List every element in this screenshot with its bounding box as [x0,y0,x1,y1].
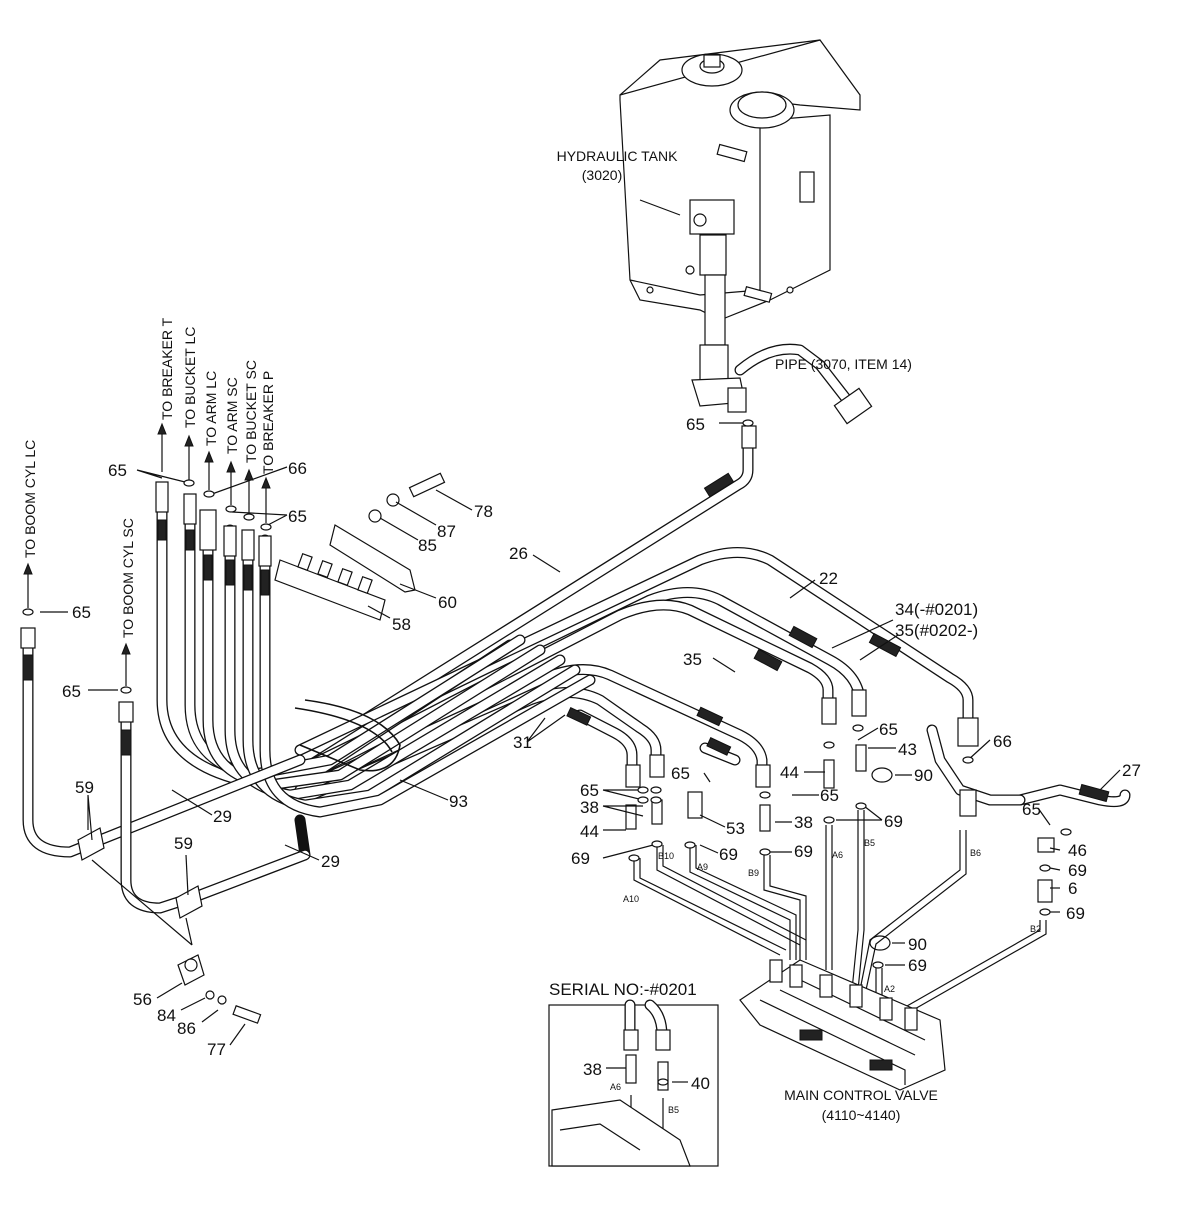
callout-58: 58 [392,615,411,634]
hose-bundle [155,425,979,818]
destination-arrows [23,422,271,686]
callout-22: 22 [819,569,838,588]
boom-hoses [20,627,311,986]
callout-65: 65 [72,603,91,622]
callout-35: 35 [683,650,702,669]
callout-40: 40 [691,1074,710,1093]
to-breaker-p-label: TO BREAKER P [260,371,276,474]
main-control-valve-label: MAIN CONTROL VALVE [784,1087,938,1103]
callout-60: 60 [438,593,457,612]
callout-29: 29 [321,852,340,871]
main-control-valve-ref: (4110~4140) [822,1107,901,1123]
pipe-label: PIPE (3070, ITEM 14) [775,356,912,372]
to-arm-lc-label: TO ARM LC [203,371,219,446]
callout-90: 90 [908,935,927,954]
callout-69: 69 [1066,904,1085,923]
callout-44: 44 [780,763,799,782]
callout-56: 56 [133,990,152,1009]
part-callouts: 65 65 66 65 78 87 85 60 58 26 22 34(-#02… [62,415,1141,1093]
callout-44: 44 [580,822,599,841]
port-a6: A6 [832,850,843,860]
port-a9: A9 [697,862,708,872]
callout-38: 38 [580,798,599,817]
callout-26: 26 [509,544,528,563]
callout-65: 65 [879,720,898,739]
callout-65: 65 [108,461,127,480]
callout-66: 66 [288,459,307,478]
callout-69: 69 [884,812,903,831]
callout-53: 53 [726,819,745,838]
callout-69: 69 [719,845,738,864]
callout-85: 85 [418,536,437,555]
port-b9: B9 [748,868,759,878]
port-a10: A10 [623,894,639,904]
callout-77: 77 [207,1040,226,1059]
callout-6: 6 [1068,879,1077,898]
brackets [205,472,446,1024]
leader-lines [40,422,1121,1083]
destination-labels: TO BREAKER T TO BUCKET LC TO ARM LC TO A… [22,317,276,638]
callout-65: 65 [580,781,599,800]
callout-31: 31 [513,733,532,752]
hydraulic-tank-label: HYDRAULIC TANK [557,148,679,164]
port-b5: B5 [864,838,875,848]
hydraulic-tank-ref: (3020) [582,167,622,183]
callout-65: 65 [820,786,839,805]
callout-35: 35(#0202-) [895,621,978,640]
serial-inset [548,999,719,1167]
to-boom-cyl-lc-label: TO BOOM CYL LC [22,440,38,558]
right-fittings [625,724,1131,951]
callout-93: 93 [449,792,468,811]
callout-78: 78 [474,502,493,521]
callout-65: 65 [671,764,690,783]
port-b2: B2 [1030,924,1041,934]
port-b5-inset: B5 [668,1105,679,1115]
callout-86: 86 [177,1019,196,1038]
callout-43: 43 [898,740,917,759]
callout-46: 46 [1068,841,1087,860]
callout-84: 84 [157,1006,176,1025]
component-labels: HYDRAULIC TANK (3020) PIPE (3070, ITEM 1… [549,148,938,1123]
port-b10: B10 [658,851,674,861]
hydraulic-tank [619,39,861,413]
main-control-valve [739,959,946,1091]
callout-34: 34(-#0201) [895,600,978,619]
seal-rings [22,419,1072,1086]
suction-pipe [734,343,873,425]
callout-66: 66 [993,732,1012,751]
callout-65: 65 [686,415,705,434]
pilot-lines [633,810,1047,1015]
callout-87: 87 [437,522,456,541]
to-boom-cyl-sc-label: TO BOOM CYL SC [120,518,136,638]
callout-59: 59 [75,778,94,797]
port-labels: B10 A10 A9 B9 A6 B5 B6 B2 A2 A6 B5 [610,838,1041,1115]
callout-38: 38 [583,1060,602,1079]
callout-69: 69 [794,842,813,861]
callout-90: 90 [914,766,933,785]
callout-65: 65 [288,507,307,526]
callout-29: 29 [213,807,232,826]
port-b6: B6 [970,848,981,858]
callout-38: 38 [794,813,813,832]
callout-65: 65 [62,682,81,701]
to-bucket-lc-label: TO BUCKET LC [182,327,198,428]
to-breaker-t-label: TO BREAKER T [159,317,175,420]
port-a6-inset: A6 [610,1082,621,1092]
callout-65: 65 [1022,800,1041,819]
to-arm-sc-label: TO ARM SC [224,377,240,454]
callout-69: 69 [908,956,927,975]
callout-69: 69 [1068,861,1087,880]
callout-59: 59 [174,834,193,853]
to-bucket-sc-label: TO BUCKET SC [243,360,259,463]
serial-inset-title: SERIAL NO:-#0201 [549,980,697,999]
port-a2: A2 [884,984,895,994]
callout-27: 27 [1122,761,1141,780]
callout-69: 69 [571,849,590,868]
